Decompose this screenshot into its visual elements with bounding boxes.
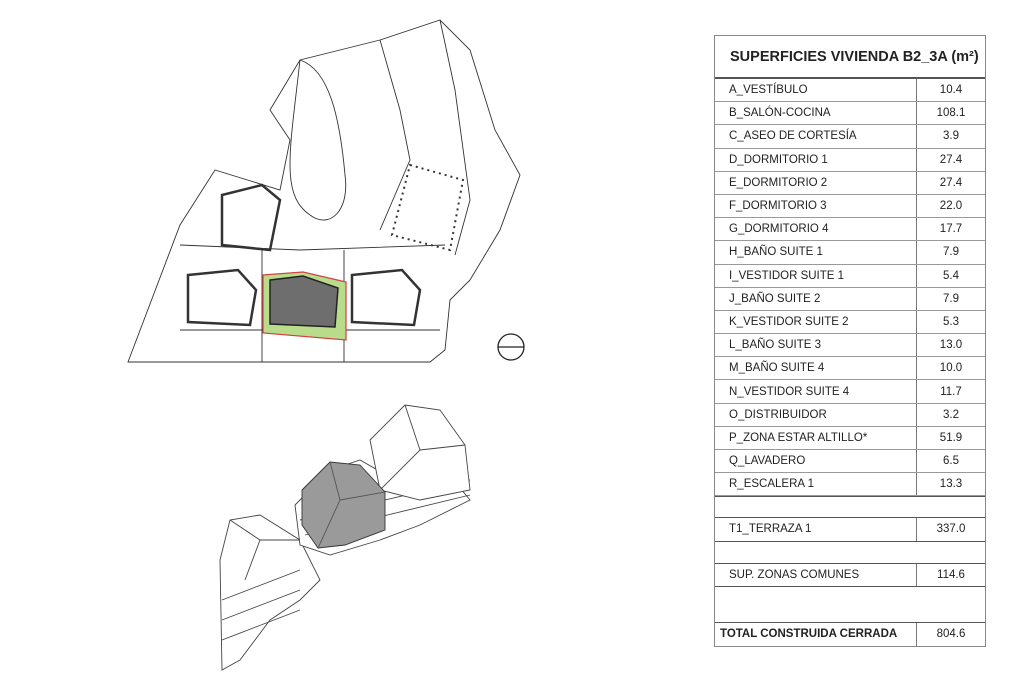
table-row: K_VESTIDOR SUITE 2 5.3 [715, 310, 985, 335]
row-label: Q_LAVADERO [715, 450, 917, 473]
table-row: C_ASEO DE CORTESÍA 3.9 [715, 125, 985, 149]
table-title: SUPERFICIES VIVIENDA B2_3A (m²) [715, 36, 985, 79]
site-plan-drawings [127, 19, 525, 671]
table-row: G_DORMITORIO 4 17.7 [715, 218, 985, 242]
north-arrow-icon [497, 333, 525, 361]
row-value: 108.1 [936, 107, 966, 120]
row-value: 5.4 [943, 269, 959, 282]
table-row: J_BAÑO SUITE 2 7.9 [715, 287, 985, 311]
row-value: 3.9 [943, 130, 959, 143]
table-row: R_ESCALERA 1 13.3 [715, 473, 985, 497]
row-label: T1_TERRAZA 1 [715, 518, 917, 541]
row-value: 27.4 [939, 153, 963, 166]
table-row: B_SALÓN-COCINA 108.1 [715, 102, 985, 126]
blank-row [715, 587, 985, 623]
blank-row [715, 496, 985, 519]
row-label: G_DORMITORIO 4 [715, 218, 917, 241]
row-value: 5.3 [943, 315, 959, 328]
row-label: O_DISTRIBUIDOR [715, 403, 917, 426]
row-label: K_VESTIDOR SUITE 2 [715, 310, 917, 334]
row-label: M_BAÑO SUITE 4 [715, 357, 917, 380]
row-value: 10.0 [939, 362, 963, 375]
row-value: 11.7 [940, 385, 962, 398]
areas-table: SUPERFICIES VIVIENDA B2_3A (m²) A_VESTÍB… [714, 35, 986, 647]
table-row: E_DORMITORIO 2 27.4 [715, 171, 985, 195]
row-value: 6.5 [943, 455, 959, 468]
row-label: I_VESTIDOR SUITE 1 [715, 264, 917, 287]
row-label: F_DORMITORIO 3 [715, 194, 917, 218]
row-value: 7.9 [943, 246, 959, 259]
row-label: TOTAL CONSTRUIDA CERRADA [715, 622, 917, 646]
table-row: A_VESTÍBULO 10.4 [715, 79, 985, 103]
table-row: Q_LAVADERO 6.5 [715, 450, 985, 474]
blank-row [715, 542, 985, 564]
row-value: 22.0 [939, 200, 963, 213]
row-value: 7.9 [943, 292, 959, 305]
row-label: N_VESTIDOR SUITE 4 [715, 380, 917, 403]
total-row: TOTAL CONSTRUIDA CERRADA 804.6 [715, 622, 985, 646]
row-value: 51.9 [939, 431, 963, 444]
row-value: 114.6 [937, 568, 965, 581]
row-label: H_BAÑO SUITE 1 [715, 241, 917, 264]
row-label: L_BAÑO SUITE 3 [715, 334, 917, 357]
table-row: P_ZONA ESTAR ALTILLO* 51.9 [715, 426, 985, 450]
table-row: O_DISTRIBUIDOR 3.2 [715, 403, 985, 427]
row-value: 13.3 [939, 478, 963, 491]
highlighted-unit-plan [262, 271, 347, 341]
row-value: 27.4 [939, 176, 963, 189]
row-value: 10.4 [939, 84, 963, 97]
table-row: N_VESTIDOR SUITE 4 11.7 [715, 380, 985, 404]
terrace-row: T1_TERRAZA 1 337.0 [715, 518, 985, 542]
row-value: 3.2 [943, 408, 959, 421]
row-label: A_VESTÍBULO [715, 79, 917, 102]
row-label: SUP. ZONAS COMUNES [715, 563, 917, 586]
row-label: P_ZONA ESTAR ALTILLO* [715, 426, 917, 449]
row-label: E_DORMITORIO 2 [715, 171, 917, 194]
row-label: D_DORMITORIO 1 [715, 148, 917, 171]
row-label: J_BAÑO SUITE 2 [715, 287, 917, 310]
table-row: I_VESTIDOR SUITE 1 5.4 [715, 264, 985, 288]
axonometric-view [219, 404, 471, 671]
table-row: M_BAÑO SUITE 4 10.0 [715, 357, 985, 381]
row-value: 17.7 [939, 223, 963, 236]
row-value: 804.6 [936, 628, 966, 641]
table-row: D_DORMITORIO 1 27.4 [715, 148, 985, 172]
row-value: 13.0 [939, 339, 963, 352]
row-label: B_SALÓN-COCINA [715, 102, 917, 125]
table-row: F_DORMITORIO 3 22.0 [715, 194, 985, 219]
table-row: H_BAÑO SUITE 1 7.9 [715, 241, 985, 265]
row-value: 337.0 [936, 523, 966, 536]
table-row: L_BAÑO SUITE 3 13.0 [715, 334, 985, 358]
row-label: C_ASEO DE CORTESÍA [715, 125, 917, 148]
common-areas-row: SUP. ZONAS COMUNES 114.6 [715, 563, 985, 587]
row-label: R_ESCALERA 1 [715, 473, 917, 496]
